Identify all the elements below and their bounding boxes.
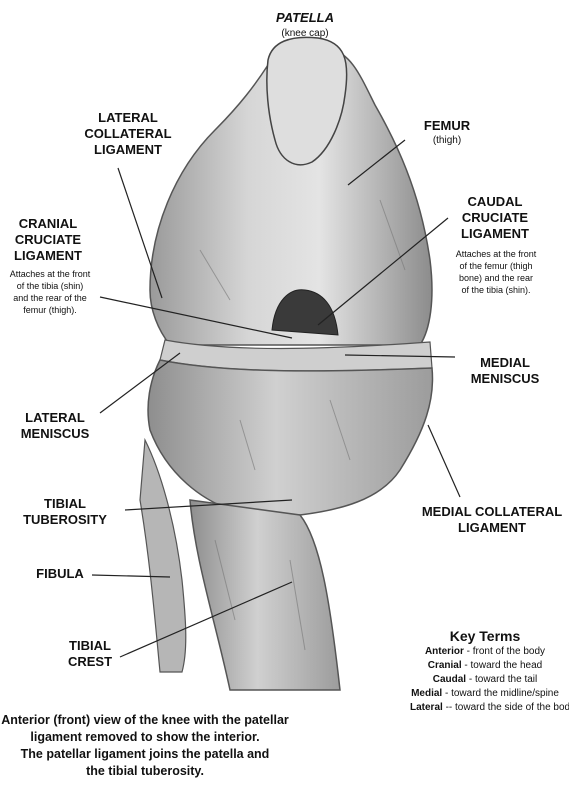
label-medial-meniscus: MEDIAL MENISCUS <box>455 355 555 387</box>
mcl-line-2: LIGAMENT <box>418 520 566 536</box>
cranial-note-3: and the rear of the <box>0 292 100 304</box>
caption: Anterior (front) view of the knee with t… <box>0 712 290 780</box>
label-fibula: FIBULA <box>30 566 90 582</box>
key-terms-title: Key Terms <box>410 627 560 645</box>
label-caudal-cruciate-ligament: CAUDAL CRUCIATE LIGAMENT <box>440 194 550 242</box>
key-term-name: Medial <box>411 688 442 699</box>
caption-line-3: The patellar ligament joins the patella … <box>0 746 290 763</box>
tibial-crest-line-1: TIBIAL <box>55 638 125 654</box>
cranial-line-3: LIGAMENT <box>0 248 96 264</box>
caption-line-1: Anterior (front) view of the knee with t… <box>0 712 290 729</box>
key-term-name: Cranial <box>428 660 462 671</box>
label-patella-sub: (knee cap) <box>260 28 350 40</box>
cranial-note-4: femur (thigh). <box>0 304 100 316</box>
leader-lcl <box>118 168 162 298</box>
caudal-line-1: CAUDAL <box>440 194 550 210</box>
key-term-row: Cranial - toward the head <box>410 659 560 673</box>
lateral-meniscus-line-1: LATERAL <box>10 410 100 426</box>
cranial-line-1: CRANIAL <box>0 216 96 232</box>
label-lateral-collateral-ligament: LATERAL COLLATERAL LIGAMENT <box>78 110 178 158</box>
key-term-name: Lateral <box>410 702 443 713</box>
caudal-note-3: bone) and the rear <box>443 272 549 284</box>
label-lateral-meniscus: LATERAL MENISCUS <box>10 410 100 442</box>
key-term-def: - front of the body <box>464 646 545 657</box>
caudal-line-2: CRUCIATE <box>440 210 550 226</box>
cranial-note-1: Attaches at the front <box>0 268 100 280</box>
label-patella: PATELLA <box>260 10 350 26</box>
key-term-row: Medial - toward the midline/spine <box>410 687 560 701</box>
tibia-head-shape <box>148 360 432 515</box>
leader-mcl <box>428 425 460 497</box>
label-cranial-cruciate-ligament: CRANIAL CRUCIATE LIGAMENT <box>0 216 96 264</box>
tibial-tuberosity-line-2: TUBEROSITY <box>10 512 120 528</box>
key-term-name: Caudal <box>433 674 466 685</box>
key-term-def: - toward the head <box>462 660 543 671</box>
key-term-row: Lateral -- toward the side of the body <box>410 701 560 715</box>
note-cranial-cruciate: Attaches at the front of the tibia (shin… <box>0 268 100 316</box>
lateral-meniscus-line-2: MENISCUS <box>10 426 100 442</box>
key-term-name: Anterior <box>425 646 464 657</box>
tibial-tuberosity-line-1: TIBIAL <box>10 496 120 512</box>
cranial-note-2: of the tibia (shin) <box>0 280 100 292</box>
caudal-line-3: LIGAMENT <box>440 226 550 242</box>
label-femur: FEMUR <box>412 118 482 134</box>
key-term-def: - toward the tail <box>466 674 537 685</box>
label-medial-collateral-ligament: MEDIAL COLLATERAL LIGAMENT <box>418 504 566 536</box>
medial-meniscus-line-1: MEDIAL <box>455 355 555 371</box>
key-term-def: -- toward the side of the body <box>443 702 569 713</box>
label-tibial-tuberosity: TIBIAL TUBEROSITY <box>10 496 120 528</box>
caudal-note-4: of the tibia (shin). <box>443 284 549 296</box>
label-tibial-crest: TIBIAL CREST <box>55 638 125 670</box>
caption-line-4: the tibial tuberosity. <box>0 763 290 780</box>
cranial-line-2: CRUCIATE <box>0 232 96 248</box>
caption-line-2: ligament removed to show the interior. <box>0 729 290 746</box>
note-caudal-cruciate: Attaches at the front of the femur (thig… <box>443 248 549 296</box>
key-term-row: Caudal - toward the tail <box>410 673 560 687</box>
caudal-note-1: Attaches at the front <box>443 248 549 260</box>
lcl-line-2: COLLATERAL <box>78 126 178 142</box>
lcl-line-3: LIGAMENT <box>78 142 178 158</box>
tibial-crest-line-2: CREST <box>55 654 125 670</box>
caudal-note-2: of the femur (thigh <box>443 260 549 272</box>
key-term-row: Anterior - front of the body <box>410 645 560 659</box>
lcl-line-1: LATERAL <box>78 110 178 126</box>
key-term-def: - toward the midline/spine <box>442 688 559 699</box>
key-terms: Key Terms Anterior - front of the body C… <box>410 627 560 715</box>
mcl-line-1: MEDIAL COLLATERAL <box>418 504 566 520</box>
medial-meniscus-line-2: MENISCUS <box>455 371 555 387</box>
label-femur-sub: (thigh) <box>412 135 482 147</box>
tibia-shaft-shape <box>190 500 340 690</box>
